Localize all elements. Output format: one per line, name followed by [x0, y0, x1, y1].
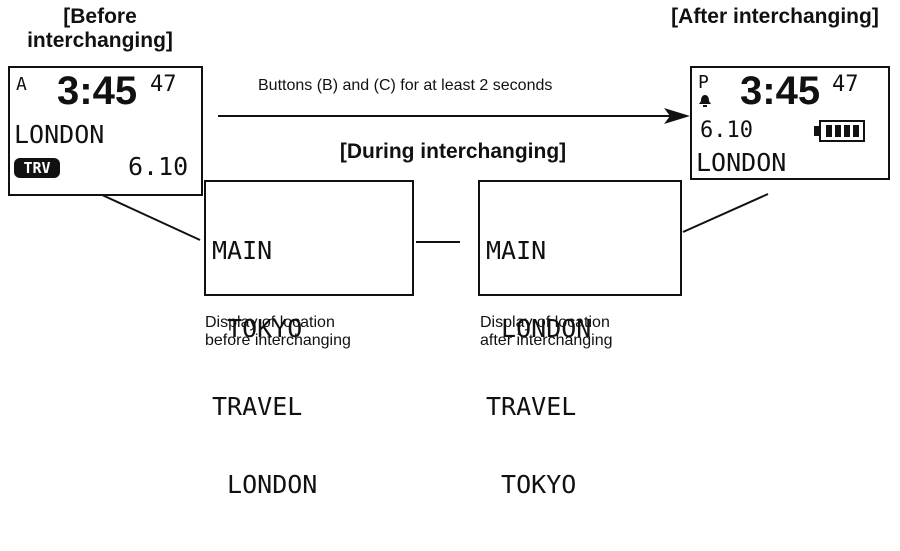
caption-before-line2: before interchanging	[205, 332, 351, 349]
after-time: 3:45	[740, 69, 821, 113]
battery-icon	[814, 120, 865, 142]
location-line-main: MAIN	[212, 236, 273, 265]
location-line-travel-city: LONDON	[212, 470, 318, 499]
bell-icon	[699, 95, 711, 107]
before-seconds: 47	[150, 72, 177, 97]
location-display-after: MAIN LONDON TRAVEL TOKYO	[478, 180, 682, 498]
trv-badge: TRV	[14, 158, 60, 178]
after-header: [After interchanging]	[671, 5, 879, 28]
connector-before-left	[99, 193, 201, 241]
before-header: [Before interchanging]	[0, 5, 200, 53]
location-display-before: MAIN TOKYO TRAVEL LONDON	[204, 180, 414, 498]
connector-after-right	[682, 193, 769, 233]
during-header: [During interchanging]	[339, 140, 567, 163]
before-city: LONDON	[14, 120, 105, 149]
before-date: 6.10	[128, 152, 189, 181]
caption-before: Display of location before interchanging	[205, 314, 425, 350]
arrow-head	[664, 108, 690, 124]
location-line-main: MAIN	[486, 236, 547, 265]
before-header-line2: interchanging]	[27, 29, 173, 52]
after-display: P 3:45 47 6.10 LONDON	[690, 66, 890, 180]
caption-after: Display of location after interchanging	[480, 314, 700, 350]
after-date: 6.10	[700, 118, 753, 143]
arrow-label: Buttons (B) and (C) for at least 2 secon…	[258, 77, 553, 94]
caption-after-line1: Display of location	[480, 314, 610, 331]
location-line-main-city: TOKYO	[212, 314, 303, 343]
before-time: 3:45	[57, 69, 138, 113]
location-line-travel: TRAVEL	[486, 392, 577, 421]
caption-before-line1: Display of location	[205, 314, 335, 331]
location-line-travel-city: TOKYO	[486, 470, 577, 499]
caption-after-line2: after interchanging	[480, 332, 613, 349]
after-mode: P	[698, 72, 709, 93]
before-header-line1: [Before	[63, 5, 137, 28]
connector-lines	[99, 108, 769, 243]
after-seconds: 47	[832, 72, 859, 97]
after-city: LONDON	[696, 148, 787, 177]
location-line-travel: TRAVEL	[212, 392, 303, 421]
before-display: A 3:45 47 LONDON TRV 6.10	[8, 66, 203, 196]
location-line-main-city: LONDON	[486, 314, 592, 343]
before-mode: A	[16, 74, 27, 95]
